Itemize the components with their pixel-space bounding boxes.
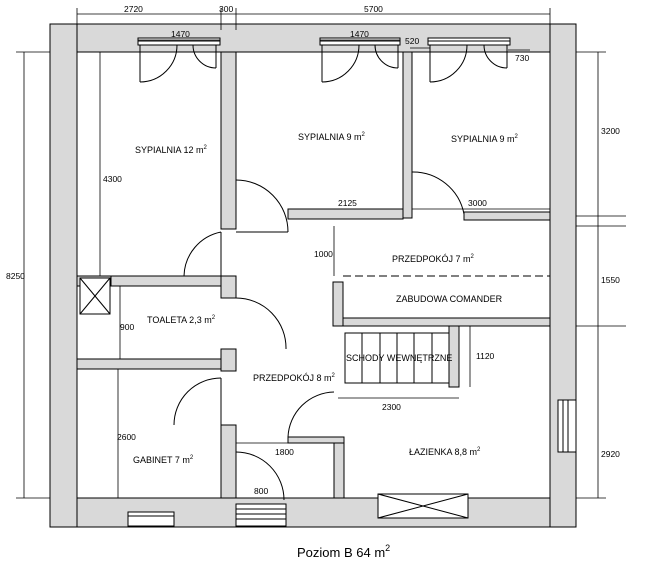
- wall-bedrooms-bottom-right: [463, 211, 551, 221]
- dim-2600: 2600: [117, 432, 136, 442]
- dim-520: 520: [405, 36, 419, 46]
- room-label-toaleta: TOALETA 2,3 m2: [147, 315, 216, 325]
- dimension-lines: [16, 8, 626, 499]
- window-top-left: [137, 37, 221, 46]
- dim-3000: 3000: [468, 198, 487, 208]
- dim-2125: 2125: [338, 198, 357, 208]
- wall-bathroom-left: [333, 436, 345, 499]
- wall-pillar-upper: [220, 275, 237, 299]
- wall-bedrooms-bottom: [287, 208, 404, 220]
- room-label-sypialnia-9-mid: SYPIALNIA 9 m2: [298, 132, 366, 142]
- bathtub-window: [377, 493, 469, 519]
- room-label-gabinet: GABINET 7 m2: [133, 455, 194, 465]
- dim-top-2720: 2720: [124, 4, 143, 14]
- dim-1000: 1000: [314, 249, 333, 259]
- wall-mid-bedroom-divider: [402, 51, 413, 219]
- room-label-sypialnia-12: SYPIALNIA 12 m2: [135, 145, 208, 155]
- wall-zabudowa-bottom: [333, 317, 551, 327]
- dim-1120: 1120: [476, 351, 495, 361]
- window-top-right: [427, 37, 511, 46]
- plan-caption: Poziom B 64 m2: [297, 543, 390, 560]
- dim-2300: 2300: [382, 402, 401, 412]
- door-swings: [173, 171, 465, 501]
- dim-top-5700: 5700: [364, 4, 383, 14]
- dim-730: 730: [515, 53, 529, 63]
- window-bottom-middle: [235, 503, 287, 527]
- wall-pillar-lower: [220, 348, 237, 372]
- window-swings: [139, 44, 508, 83]
- wall-zabudowa-left: [332, 281, 344, 327]
- room-label-przedpokoj-8: PRZEDPOKÓJ 8 m2: [253, 373, 336, 383]
- dim-right-2920: 2920: [601, 449, 620, 459]
- window-top-middle: [319, 37, 401, 46]
- dim-900: 900: [120, 322, 134, 332]
- dim-800: 800: [254, 486, 268, 496]
- wall-toilet-bottom: [76, 358, 222, 370]
- room-label-zabudowa: ZABUDOWA COMANDER: [396, 294, 503, 304]
- dim-left-8250: 8250: [6, 271, 25, 281]
- dim-4300: 4300: [103, 174, 122, 184]
- window-right-bathroom: [557, 399, 577, 453]
- room-label-schody: SCHODY WEWNĘTRZNE: [346, 353, 452, 363]
- outer-wall-left: [49, 23, 78, 528]
- wall-bathroom-top-left: [287, 436, 345, 444]
- room-label-przedpokoj-7: PRZEDPOKÓJ 7 m2: [392, 254, 475, 264]
- dim-right-3200: 3200: [601, 126, 620, 136]
- ventilation-shaft: [79, 277, 111, 315]
- dim-right-1550: 1550: [601, 275, 620, 285]
- dim-top-300: 300: [219, 4, 233, 14]
- room-label-lazienka: ŁAZIENKA 8,8 m2: [409, 447, 481, 457]
- dim-1800: 1800: [275, 447, 294, 457]
- wall-vertical-left-lower: [220, 424, 237, 499]
- wall-toilet-top: [110, 275, 222, 287]
- dim-window-1470-a: 1470: [171, 29, 190, 39]
- window-bottom-left: [127, 511, 175, 527]
- stairs: [344, 332, 450, 384]
- dim-window-1470-b: 1470: [350, 29, 369, 39]
- wall-vertical-left-upper: [220, 51, 237, 230]
- room-label-sypialnia-9-right: SYPIALNIA 9 m2: [451, 134, 519, 144]
